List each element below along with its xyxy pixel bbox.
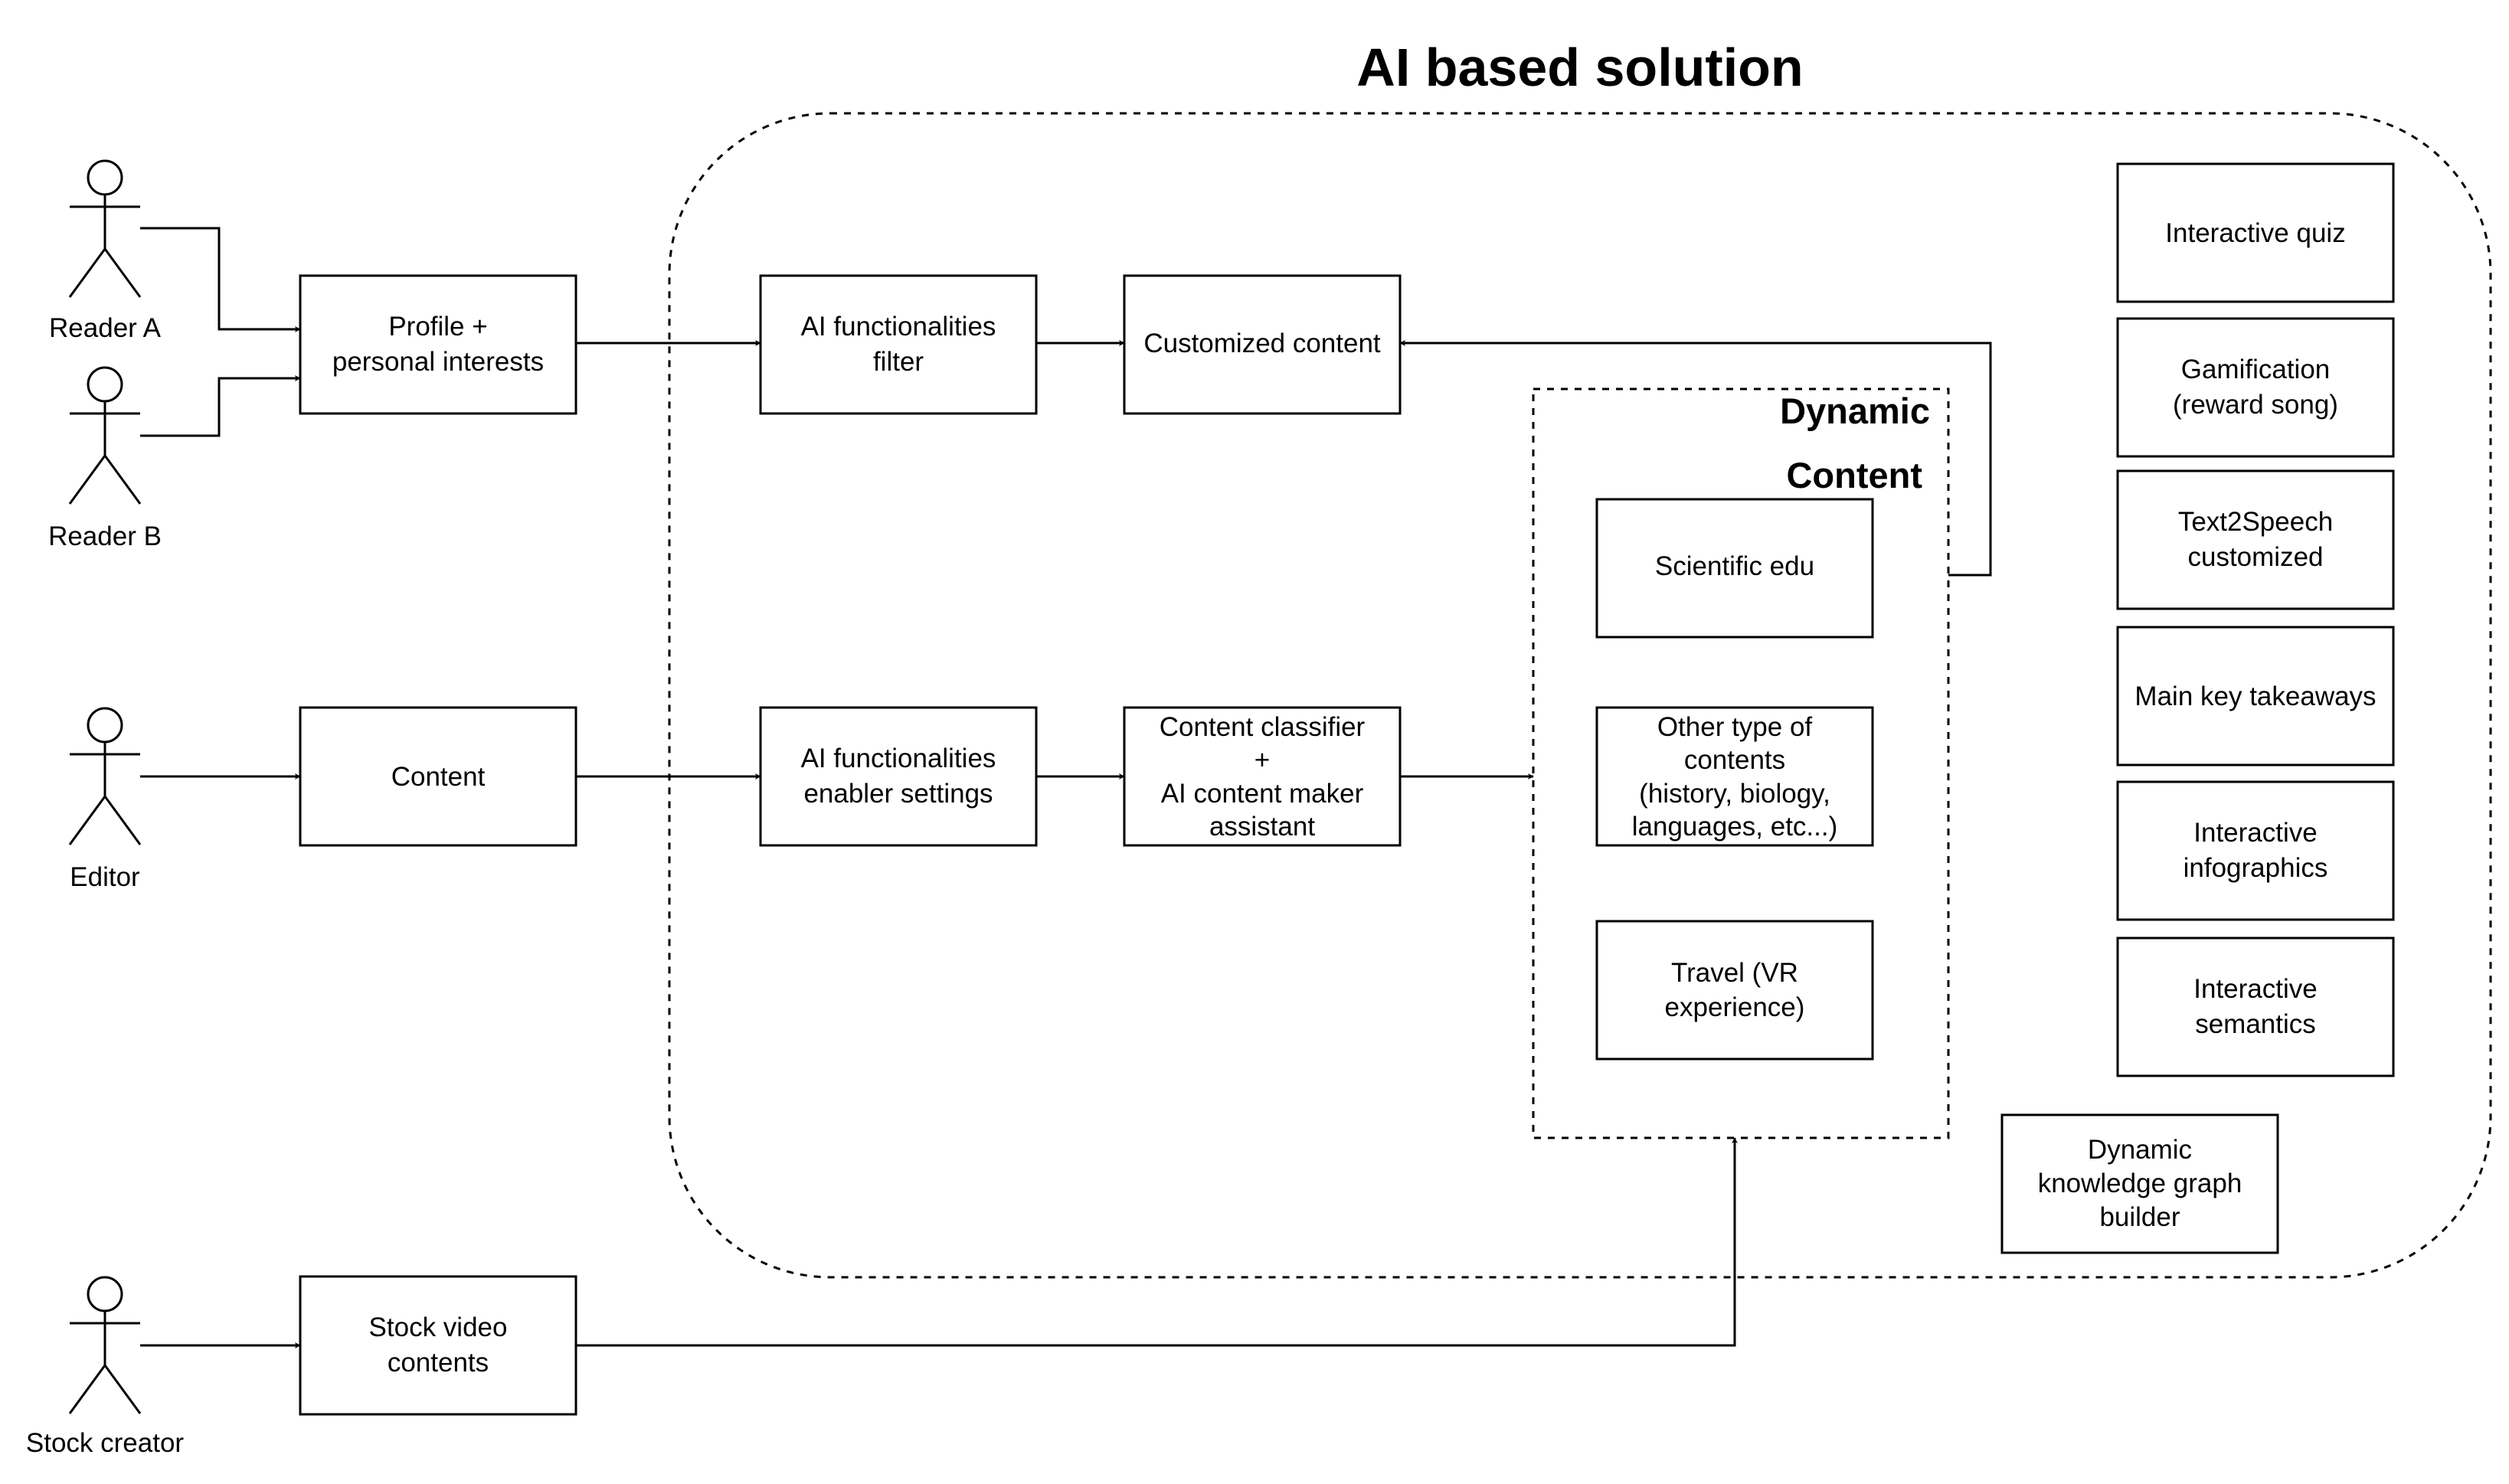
feature-gamification: Gamification (reward song) [2116, 317, 2395, 458]
svg-text:infographics: infographics [2184, 853, 2328, 883]
svg-text:enabler settings: enabler settings [803, 779, 993, 809]
svg-text:customized: customized [2187, 542, 2323, 572]
svg-text:Travel (VR: Travel (VR [1671, 958, 1798, 988]
actor-label: Reader A [49, 313, 162, 343]
svg-text:Customized content: Customized content [1143, 329, 1381, 358]
actor-editor: Editor [68, 707, 142, 892]
box-customized-content: Customized content [1123, 274, 1402, 415]
connector-reader-a-to-profile [140, 227, 301, 332]
diagram-title: AI based solution [1356, 38, 1803, 97]
box-other-contents: Other type of contents (history, biology… [1595, 706, 1874, 847]
feature-key-takeaways: Main key takeaways [2116, 626, 2395, 767]
box-knowledge-graph: Dynamic knowledge graph builder [2000, 1113, 2279, 1254]
svg-text:experience): experience) [1665, 992, 1805, 1022]
box-travel-vr: Travel (VR experience) [1595, 920, 1874, 1061]
svg-text:personal interests: personal interests [332, 347, 544, 377]
box-content-classifier: Content classifier + AI content maker as… [1123, 706, 1402, 847]
svg-text:Text2Speech: Text2Speech [2178, 507, 2333, 537]
box-profile: Profile + personal interests [299, 274, 577, 415]
dynamic-content-title-line2: Content [1786, 455, 1922, 495]
actor-reader-b: Reader B [48, 366, 162, 551]
dynamic-content-group [1532, 387, 1950, 1139]
stick-figure-icon [68, 366, 142, 505]
box-ai-filter: AI functionalities filter [759, 274, 1038, 415]
svg-text:Interactive: Interactive [2193, 818, 2317, 848]
svg-text:AI functionalities: AI functionalities [801, 312, 996, 342]
svg-text:Content: Content [391, 762, 486, 792]
box-content: Content [299, 706, 577, 847]
svg-text:AI functionalities: AI functionalities [801, 744, 996, 773]
svg-text:Dynamic: Dynamic [2088, 1135, 2192, 1165]
feature-interactive-infographics: Interactive infographics [2116, 780, 2395, 921]
svg-text:Stock video: Stock video [369, 1312, 508, 1342]
svg-text:builder: builder [2099, 1202, 2180, 1232]
feature-interactive-semantics: Interactive semantics [2116, 936, 2395, 1077]
svg-text:Scientific edu: Scientific edu [1655, 551, 1814, 581]
svg-text:Profile +: Profile + [388, 312, 487, 342]
actor-stock-creator: Stock creator [26, 1276, 185, 1458]
svg-text:(history, biology,: (history, biology, [1639, 779, 1830, 809]
svg-text:Interactive quiz: Interactive quiz [2165, 218, 2345, 248]
connector-video-to-dynamic [576, 1137, 1738, 1347]
svg-text:filter: filter [873, 347, 924, 377]
dynamic-content-title-line1: Dynamic [1780, 391, 1930, 431]
svg-text:languages, etc...): languages, etc...) [1632, 812, 1838, 842]
feature-text2speech: Text2Speech customized [2116, 469, 2395, 610]
actor-label: Stock creator [26, 1428, 185, 1458]
stick-figure-icon [68, 159, 142, 298]
actor-label: Reader B [48, 521, 162, 551]
svg-text:contents: contents [1684, 745, 1785, 775]
svg-text:Interactive: Interactive [2193, 974, 2317, 1004]
connector-reader-b-to-profile [140, 375, 301, 437]
svg-text:knowledge graph: knowledge graph [2038, 1169, 2242, 1198]
svg-text:(reward song): (reward song) [2173, 390, 2338, 420]
svg-text:assistant: assistant [1209, 812, 1315, 842]
actor-reader-a: Reader A [49, 159, 162, 343]
box-ai-enabler: AI functionalities enabler settings [759, 706, 1038, 847]
stick-figure-icon [68, 707, 142, 845]
connector-dynamic-to-customized [1399, 340, 1992, 577]
box-stock-video: Stock video contents [299, 1275, 577, 1416]
svg-text:+: + [1254, 745, 1270, 775]
svg-text:semantics: semantics [2195, 1009, 2316, 1039]
actor-label: Editor [70, 862, 140, 892]
svg-text:Content classifier: Content classifier [1160, 712, 1366, 742]
box-scientific-edu: Scientific edu [1595, 498, 1874, 639]
feature-interactive-quiz: Interactive quiz [2116, 162, 2395, 303]
ai-solution-boundary [668, 112, 2492, 1279]
svg-text:Main key takeaways: Main key takeaways [2134, 682, 2376, 711]
svg-text:AI content maker: AI content maker [1161, 779, 1364, 809]
stick-figure-icon [68, 1276, 142, 1414]
svg-text:Other type of: Other type of [1657, 712, 1813, 742]
svg-text:Gamification: Gamification [2181, 355, 2331, 384]
svg-text:contents: contents [388, 1348, 489, 1378]
